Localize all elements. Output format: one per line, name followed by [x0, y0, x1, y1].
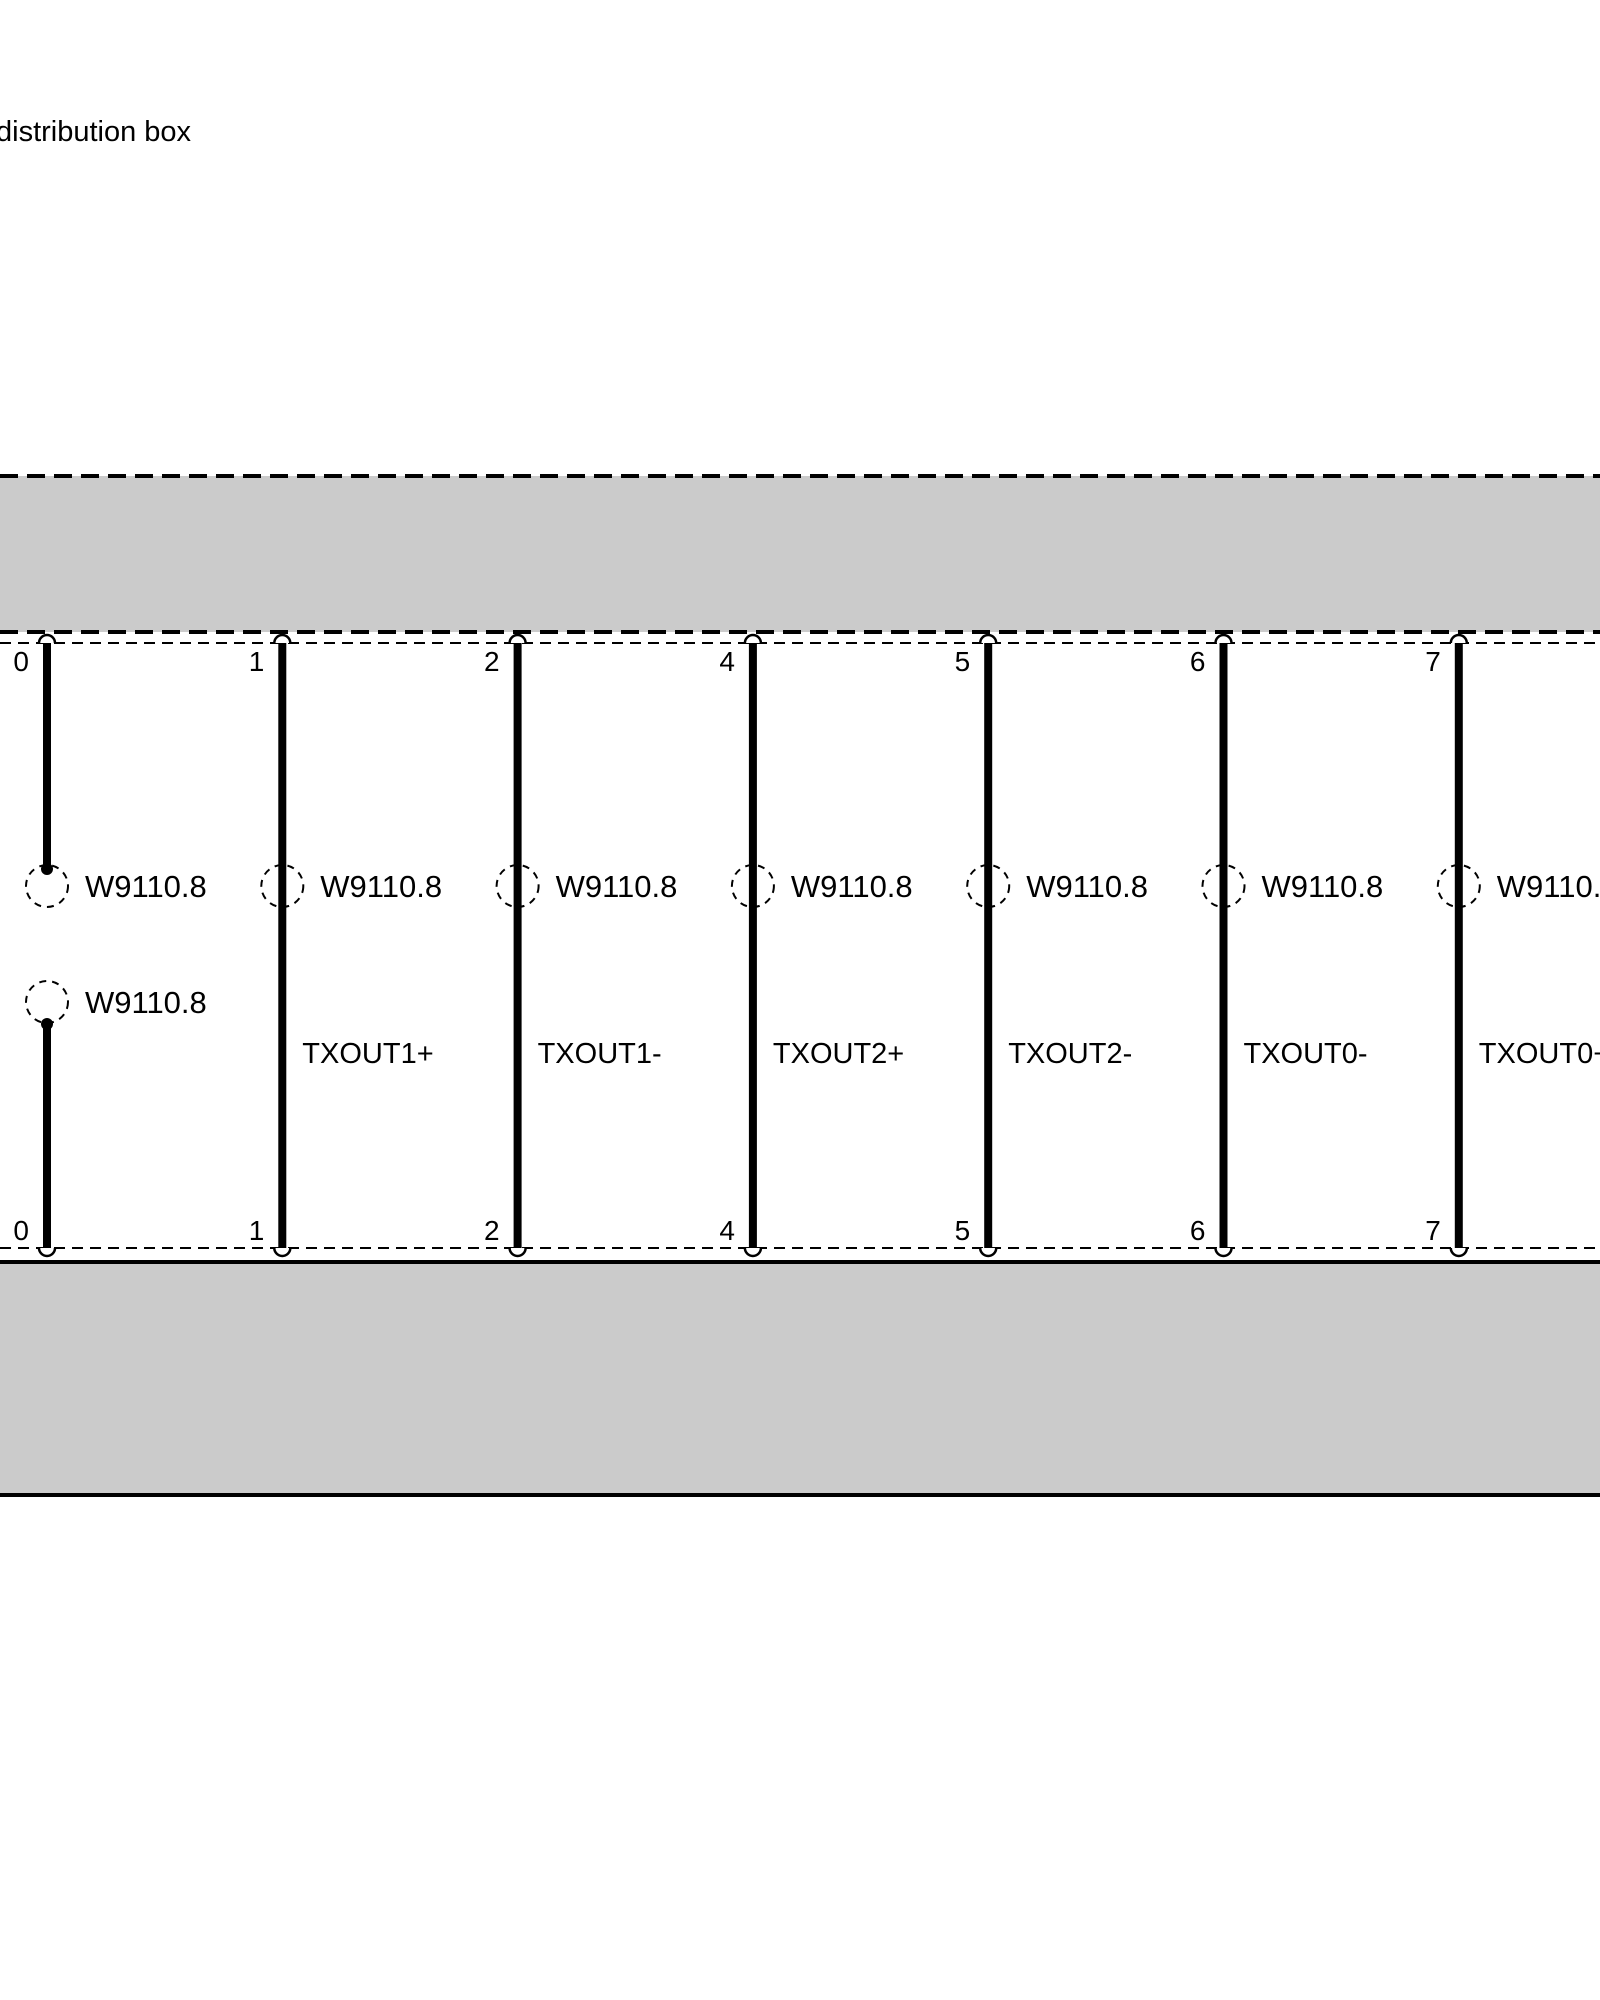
channel-2-top-pin-number: 2 — [484, 646, 500, 677]
channel-7-top-pin-number: 7 — [1425, 646, 1441, 677]
channel-2-top-terminal — [508, 633, 527, 644]
channel-5-top-pin-number: 5 — [955, 646, 971, 677]
channel-7-top-terminal — [1449, 633, 1469, 644]
channel-1-signal-label: TXOUT1+ — [302, 1038, 433, 1070]
diagram-caption: distribution box — [0, 116, 192, 148]
channel-6-top-terminal — [1214, 633, 1233, 644]
channel-1-splice-symbol — [260, 864, 305, 908]
bottom-connector-band — [0, 1262, 1600, 1495]
channel-0-splice-symbol — [25, 864, 69, 908]
channel-0-top-terminal — [37, 633, 57, 644]
channel-4-splice-symbol — [730, 864, 775, 908]
channel-4-signal-label: TXOUT2+ — [773, 1038, 904, 1070]
channel-0-bottom-pin-number: 0 — [13, 1215, 29, 1246]
channel-6-bottom-pin-number: 6 — [1190, 1215, 1206, 1246]
channel-7-bottom-pin-number: 7 — [1425, 1215, 1441, 1246]
channel-6-splice-symbol — [1201, 864, 1246, 908]
channel-7-splice-symbol — [1436, 864, 1481, 908]
channel-6-top-pin-number: 6 — [1190, 646, 1206, 677]
channel-6-splice-label: W9110.8 — [1262, 869, 1384, 904]
channel-4-bottom-pin-number: 4 — [719, 1215, 735, 1246]
channel-2-splice-symbol — [495, 864, 540, 908]
channel-6-bottom-terminal — [1214, 1247, 1233, 1258]
channel-0-second-splice-symbol — [25, 980, 69, 1024]
channel-0-top-pin-number: 0 — [13, 646, 29, 677]
channel-5-signal-label: TXOUT2- — [1008, 1038, 1132, 1070]
top-connector-band — [0, 476, 1600, 632]
channel-6-signal-label: TXOUT0- — [1244, 1038, 1368, 1070]
channel-7-bottom-terminal — [1449, 1247, 1469, 1258]
channel-4-top-terminal — [743, 633, 763, 644]
channel-5-splice-symbol — [966, 864, 1011, 908]
channel-7-signal-label: TXOUT0+ — [1479, 1038, 1600, 1070]
channel-5-splice-label: W9110.8 — [1026, 869, 1148, 904]
channel-0-second-splice-label: W9110.8 — [85, 985, 207, 1020]
channel-1-top-terminal — [273, 633, 292, 644]
channel-2-bottom-terminal — [508, 1247, 527, 1258]
channel-4-bottom-terminal — [743, 1247, 763, 1258]
channel-2-splice-label: W9110.8 — [556, 869, 678, 904]
channel-5-top-terminal — [978, 633, 998, 644]
channel-1-bottom-pin-number: 1 — [249, 1215, 265, 1246]
channel-2-signal-label: TXOUT1- — [538, 1038, 662, 1070]
channel-7-splice-label: W9110.8 — [1497, 869, 1600, 904]
channel-1-top-pin-number: 1 — [249, 646, 265, 677]
channel-1-splice-label: W9110.8 — [320, 869, 442, 904]
channel-4-splice-label: W9110.8 — [791, 869, 913, 904]
channel-4-top-pin-number: 4 — [719, 646, 735, 677]
channel-5-bottom-terminal — [978, 1247, 998, 1258]
channel-0-bottom-terminal — [37, 1247, 57, 1258]
wire-channels: W9110.800W9110.811W9110.8TXOUT1+22W9110.… — [13, 633, 1600, 1258]
channel-0-splice-label: W9110.8 — [85, 869, 207, 904]
channel-1-bottom-terminal — [273, 1247, 292, 1258]
channel-2-bottom-pin-number: 2 — [484, 1215, 500, 1246]
channel-5-bottom-pin-number: 5 — [955, 1215, 971, 1246]
